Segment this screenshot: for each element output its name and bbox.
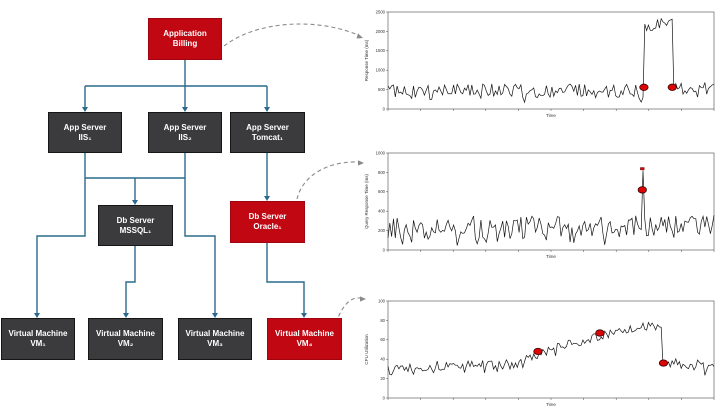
y-tick-label: 0 xyxy=(383,106,386,111)
y-tick-label: 500 xyxy=(378,87,386,92)
callout-arrow-billing-to-chart xyxy=(223,23,359,47)
node-virtual-machine-vm2: Virtual Machine VM₂ xyxy=(88,318,163,360)
y-tick-label: 400 xyxy=(378,209,386,214)
arrowhead-icon xyxy=(82,107,88,112)
x-axis-title: Time xyxy=(546,254,556,259)
node-label: IIS₁ xyxy=(78,132,92,142)
node-label: Oracle₁ xyxy=(253,222,282,231)
node-label: VM₁ xyxy=(30,339,46,348)
node-label: IIS₂ xyxy=(178,132,192,142)
node-db-server-mssql1: Db Server MSSQL₁ xyxy=(98,205,173,246)
arrowhead-icon xyxy=(301,313,307,318)
connector-billing-to-appservers xyxy=(84,60,268,107)
y-tick-label: 1000 xyxy=(376,150,386,155)
anomaly-dot-icon xyxy=(639,83,649,91)
anomaly-dot-icon xyxy=(658,359,669,367)
arrowhead-icon xyxy=(264,196,270,201)
node-virtual-machine-vm3: Virtual Machine VM₃ xyxy=(178,318,252,360)
node-label: App Server xyxy=(63,122,107,132)
y-tick-label: 2500 xyxy=(376,9,386,14)
anomaly-dot-icon xyxy=(667,83,677,91)
node-label: VM₃ xyxy=(207,339,223,348)
plot-border xyxy=(387,11,715,110)
arrowhead-icon xyxy=(132,200,138,205)
node-label: Db Server xyxy=(116,215,155,225)
y-tick-label: 1500 xyxy=(376,48,386,53)
callout-arrow-oracle1-to-chart xyxy=(296,161,359,200)
arrowhead-icon xyxy=(264,107,270,112)
node-label: App Server xyxy=(163,122,207,132)
series-line xyxy=(387,17,715,104)
node-label: Tomcat₁ xyxy=(251,132,284,142)
callout-arrow-vm4-to-chart xyxy=(335,297,361,324)
x-axis-title: Time xyxy=(546,402,556,407)
y-tick-label: 0 xyxy=(383,395,386,400)
y-tick-label: 100 xyxy=(378,298,386,303)
y-tick-label: 600 xyxy=(378,189,386,194)
dashed-arrowhead-icon xyxy=(360,296,366,302)
connector-oracle1-to-vm4 xyxy=(266,243,305,313)
node-application-billing: Application Billing xyxy=(148,18,222,60)
dashed-arrowhead-icon xyxy=(356,33,363,39)
node-label: Virtual Machine xyxy=(8,329,68,338)
y-axis-title: Query Response Time (ms) xyxy=(364,173,369,229)
node-virtual-machine-vm4: Virtual Machine VM₄ xyxy=(267,318,342,360)
node-label: VM₂ xyxy=(117,339,134,348)
arrowhead-icon xyxy=(123,313,129,318)
y-axis-title: CPU Utilization xyxy=(364,334,369,365)
node-app-server-iis2: App Server IIS₂ xyxy=(148,112,222,153)
connector-mssql1-to-vm2 xyxy=(125,246,136,313)
node-label: Application xyxy=(163,29,207,38)
y-tick-label: 2000 xyxy=(376,29,386,34)
y-tick-label: 0 xyxy=(383,247,386,252)
node-app-server-tomcat1: App Server Tomcat₁ xyxy=(230,112,305,153)
y-tick-label: 1000 xyxy=(376,68,386,73)
arrowhead-icon xyxy=(212,313,218,318)
connector-iis1-to-vm1 xyxy=(36,178,86,313)
series-line xyxy=(387,321,715,376)
dashed-arrowhead-icon xyxy=(358,160,364,166)
y-tick-label: 60 xyxy=(380,337,385,342)
series-line xyxy=(387,170,715,246)
arrowhead-icon xyxy=(182,107,188,112)
anomaly-marker-icon xyxy=(640,167,645,171)
plot-border xyxy=(387,152,715,251)
y-tick-label: 20 xyxy=(380,376,385,381)
node-label: Billing xyxy=(172,39,198,48)
connector-iis2-to-vm3 xyxy=(184,178,216,313)
node-label: Virtual Machine xyxy=(96,329,155,338)
node-label: MSSQL₁ xyxy=(119,225,152,235)
arrowhead-icon xyxy=(34,313,40,318)
node-label: Virtual Machine xyxy=(185,329,245,338)
y-axis-title: Response Time (ms) xyxy=(364,39,369,81)
y-tick-label: 800 xyxy=(378,170,386,175)
y-tick-label: 200 xyxy=(378,228,386,233)
x-axis-title: Time xyxy=(546,113,556,118)
anomaly-dot-icon xyxy=(595,329,605,337)
node-label: App Server xyxy=(246,122,289,132)
anomaly-dot-icon xyxy=(533,347,543,356)
node-virtual-machine-vm1: Virtual Machine VM₁ xyxy=(1,318,75,360)
y-tick-label: 80 xyxy=(380,318,385,323)
connector-iis-to-mssql1 xyxy=(84,153,186,200)
node-app-server-iis1: App Server IIS₁ xyxy=(48,112,122,153)
node-label: Db Server xyxy=(248,212,287,221)
node-label: VM₄ xyxy=(296,339,313,348)
anomaly-dot-icon xyxy=(637,186,647,194)
y-tick-label: 40 xyxy=(380,357,385,362)
node-label: Virtual Machine xyxy=(275,329,334,338)
node-db-server-oracle1: Db Server Oracle₁ xyxy=(230,201,305,243)
